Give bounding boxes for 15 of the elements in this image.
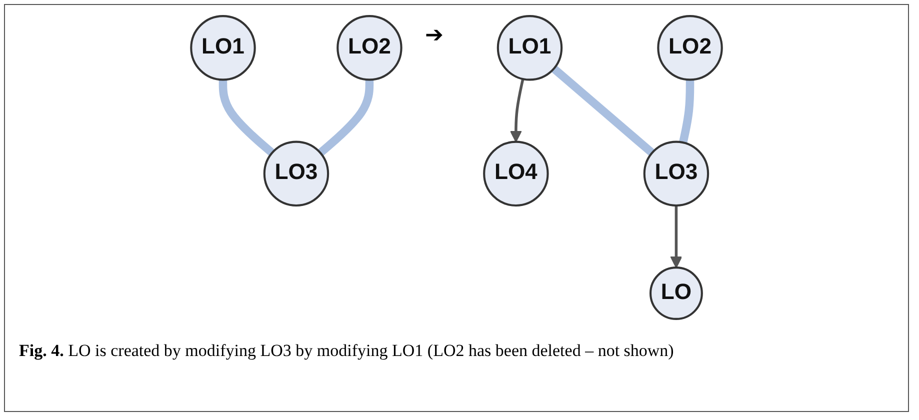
connector	[318, 80, 374, 156]
arrow	[670, 205, 682, 268]
node-circle	[263, 140, 330, 207]
node-circle	[657, 15, 723, 81]
figure-caption: Fig. 4. LO is created by modifying LO3 by modifying LO1 (LO2 has been deleted – not shown)	[19, 340, 675, 362]
node-circle	[496, 15, 563, 81]
node-circle	[336, 15, 402, 81]
arrow	[510, 78, 524, 142]
node-circle	[643, 140, 710, 207]
connector	[218, 80, 275, 156]
node-circle	[483, 140, 549, 207]
connector	[679, 80, 694, 144]
node-circle	[190, 15, 256, 81]
node-circle	[650, 266, 703, 320]
connector	[551, 65, 655, 156]
